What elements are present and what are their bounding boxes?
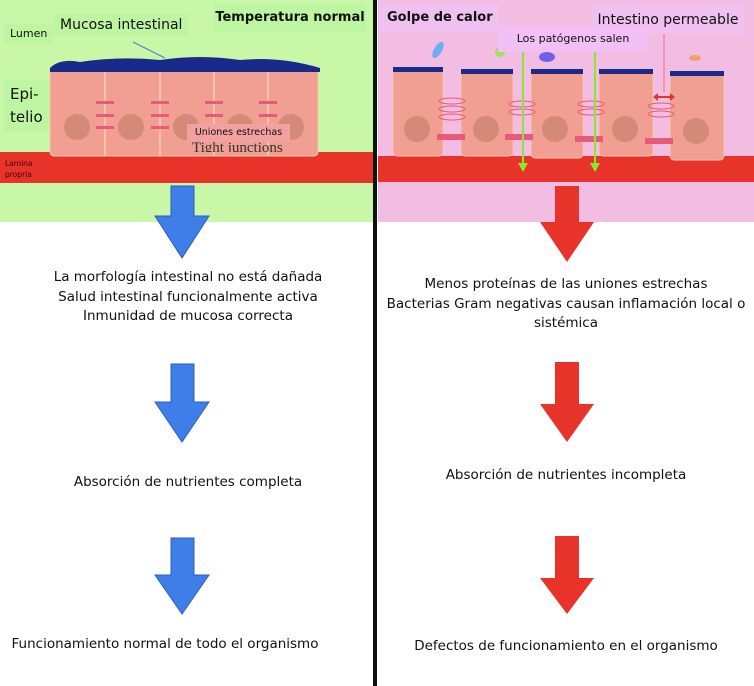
epitelio-label: Epi- telio — [4, 80, 49, 132]
lumen-label: Lumen — [4, 24, 54, 43]
blue-arrows — [154, 185, 210, 615]
arrow-down-icon — [154, 363, 210, 443]
step-line: La morfología intestinal no está dañada — [53, 269, 323, 285]
step-line: Inmunidad de mucosa correcta — [83, 308, 293, 324]
step-line: Menos proteínas de las uniones estrechas — [424, 276, 708, 292]
arrow-down-icon — [154, 185, 210, 259]
arrow-down-icon — [540, 186, 594, 262]
arrow-down-icon — [154, 537, 210, 615]
lamina-label: Lamina propria — [5, 159, 33, 179]
left-step3: Funcionamiento normal de todo el organis… — [11, 636, 319, 652]
tight-junctions-label: Tight junctions — [192, 140, 283, 152]
right-step3: Defectos de funcionamiento en el organis… — [414, 638, 718, 654]
right-step2: Absorción de nutrientes incompleta — [445, 467, 687, 483]
divider — [373, 0, 377, 686]
red-arrows — [540, 186, 594, 614]
right-step1: Menos proteínas de las uniones estrechas… — [384, 275, 748, 334]
right-epithelium — [392, 30, 725, 172]
mucosa-label: Mucosa intestinal — [54, 14, 189, 36]
uniones-label: Uniones estrechas — [187, 124, 290, 142]
step-line: Bacterias Gram negativas causan inflamac… — [386, 295, 746, 332]
step-line: Salud intestinal funcionalmente activa — [58, 288, 318, 305]
patogenos-label: Los patógenos salen — [498, 26, 648, 52]
left-step1: La morfología intestinal no está dañada … — [20, 268, 356, 327]
lamina-propria-left — [0, 152, 373, 183]
left-step2: Absorción de nutrientes completa — [73, 474, 303, 490]
arrow-down-icon — [540, 536, 594, 614]
arrow-down-icon — [540, 362, 594, 442]
left-title: Temperatura normal — [214, 4, 366, 32]
right-title: Golpe de calor — [379, 4, 499, 32]
